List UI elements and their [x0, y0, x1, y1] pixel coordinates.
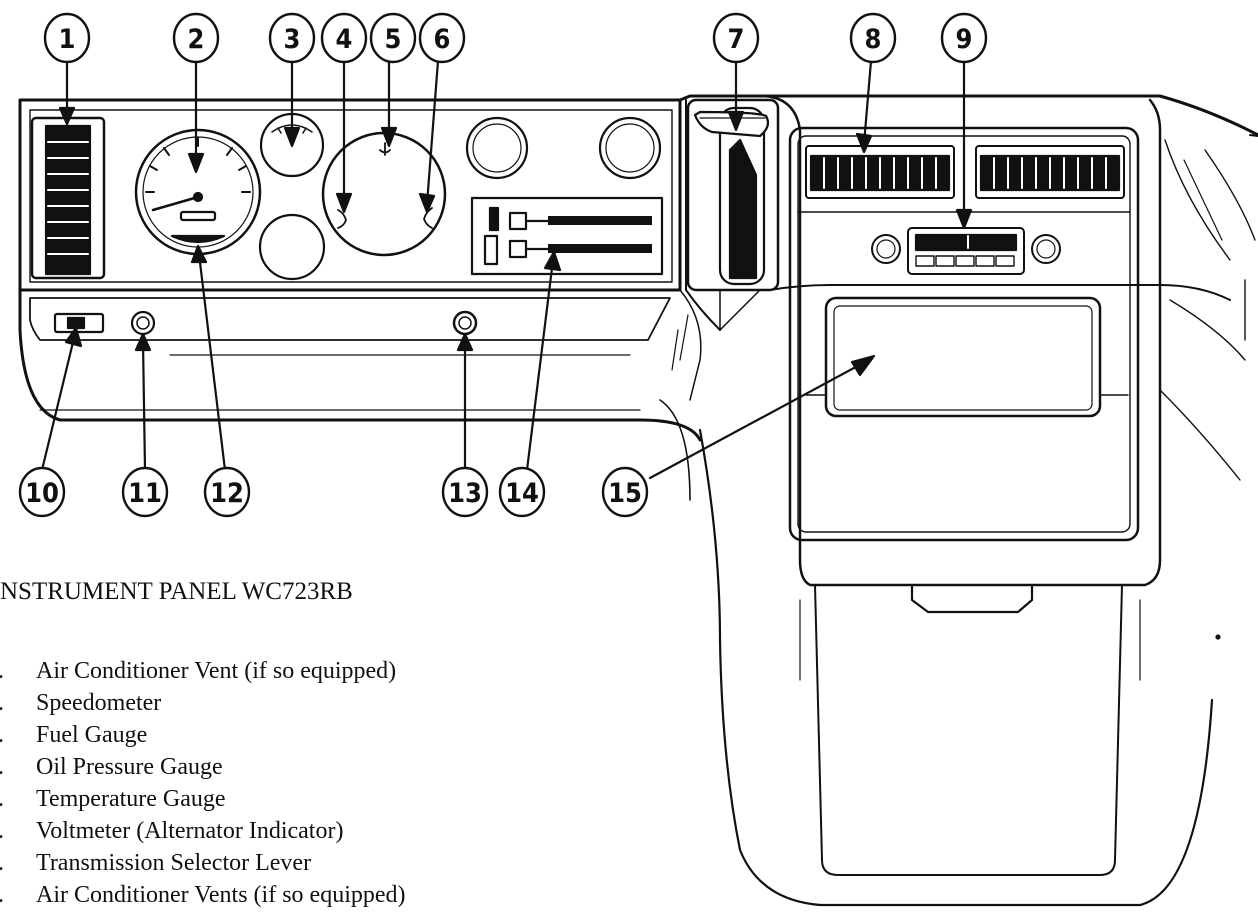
- callout-number-11: 11: [128, 478, 162, 509]
- legend-item: .Air Conditioner Vent (if so equipped): [0, 655, 406, 687]
- callout-number-12: 12: [210, 478, 244, 509]
- transmission-selector-lever: [693, 106, 770, 286]
- legend-item-text: Oil Pressure Gauge: [36, 754, 223, 780]
- callout-number-6: 6: [434, 24, 451, 55]
- callout-number-9: 9: [956, 24, 973, 55]
- leader-lines: [40, 59, 973, 480]
- callout-8: [849, 12, 897, 64]
- callout-bubbles: [18, 12, 988, 518]
- air-conditioner-vent-left: [30, 116, 106, 280]
- figure-caption: NSTRUMENT PANEL WC723RB: [0, 578, 353, 605]
- legend-item-text: Air Conditioner Vents (if so equipped): [36, 882, 406, 908]
- callout-number-7: 7: [728, 24, 745, 55]
- callout-numbers: 1 2 3 4 5 6 7 8 9 10 11 12 13 14 15: [25, 24, 972, 509]
- legend-item-number: .: [0, 719, 36, 751]
- callout-number-14: 14: [505, 478, 539, 509]
- legend-item-text: Transmission Selector Lever: [36, 850, 312, 876]
- legend-item-text: Voltmeter (Alternator Indicator): [36, 818, 344, 844]
- callout-14: [498, 466, 546, 518]
- heater-control-panel: [470, 196, 664, 276]
- legend-item-text: Temperature Gauge: [36, 786, 226, 812]
- callout-number-13: 13: [448, 478, 482, 509]
- callout-number-15: 15: [608, 478, 642, 509]
- callout-5: [369, 12, 417, 64]
- steering-column-area: [678, 94, 1258, 401]
- callout-9: [940, 12, 988, 64]
- legend-item-number: .: [0, 687, 36, 719]
- legend-item-number: .: [0, 879, 36, 911]
- callout-number-10: 10: [25, 478, 59, 509]
- callout-7: [712, 12, 760, 64]
- legend-item-number: .: [0, 655, 36, 687]
- legend-item: .Transmission Selector Lever: [0, 847, 406, 879]
- air-conditioner-vents-center: [805, 145, 1125, 199]
- ignition-switch: [452, 310, 478, 336]
- legend-item: .Air Conditioner Vents (if so equipped): [0, 879, 406, 911]
- callout-10: [18, 466, 66, 518]
- legend-item: .Oil Pressure Gauge: [0, 751, 406, 783]
- legend-item: .Fuel Gauge: [0, 719, 406, 751]
- callout-3: [268, 12, 316, 64]
- legend-item: .Temperature Gauge: [0, 783, 406, 815]
- wiper-knob: [130, 310, 156, 336]
- legend-item-text: Air Conditioner Vent (if so equipped): [36, 658, 397, 684]
- callout-number-5: 5: [385, 24, 402, 55]
- callout-number-2: 2: [188, 24, 205, 55]
- legend-item: .Speedometer: [0, 687, 406, 719]
- callout-4: [320, 12, 368, 64]
- legend-item-number: .: [0, 783, 36, 815]
- lower-dash-panel: [18, 288, 702, 442]
- radio: [871, 227, 1061, 275]
- legend-item-number: .: [0, 751, 36, 783]
- callout-number-3: 3: [284, 24, 301, 55]
- callout-13: [441, 466, 489, 518]
- speedometer: [134, 128, 262, 256]
- legend-item: .Voltmeter (Alternator Indicator): [0, 815, 406, 847]
- callout-6: [418, 12, 466, 64]
- callout-number-8: 8: [865, 24, 882, 55]
- storage-compartment: [769, 284, 1231, 418]
- callout-2: [172, 12, 220, 64]
- legend-item-text: Speedometer: [36, 690, 162, 716]
- callout-number-4: 4: [336, 24, 353, 55]
- callout-number-1: 1: [59, 24, 76, 55]
- callout-15: [601, 466, 649, 518]
- blank-gauge: [258, 213, 326, 281]
- legend-list: .Air Conditioner Vent (if so equipped) .…: [0, 655, 406, 911]
- blank-round-gauges: [465, 116, 662, 180]
- callout-1: [43, 12, 91, 64]
- headlight-switch: [53, 312, 105, 334]
- legend-item-number: .: [0, 847, 36, 879]
- callout-12: [203, 466, 251, 518]
- floor-console: [659, 134, 1258, 907]
- legend-item-text: Fuel Gauge: [36, 722, 148, 748]
- legend-item-number: .: [0, 815, 36, 847]
- callout-11: [121, 466, 169, 518]
